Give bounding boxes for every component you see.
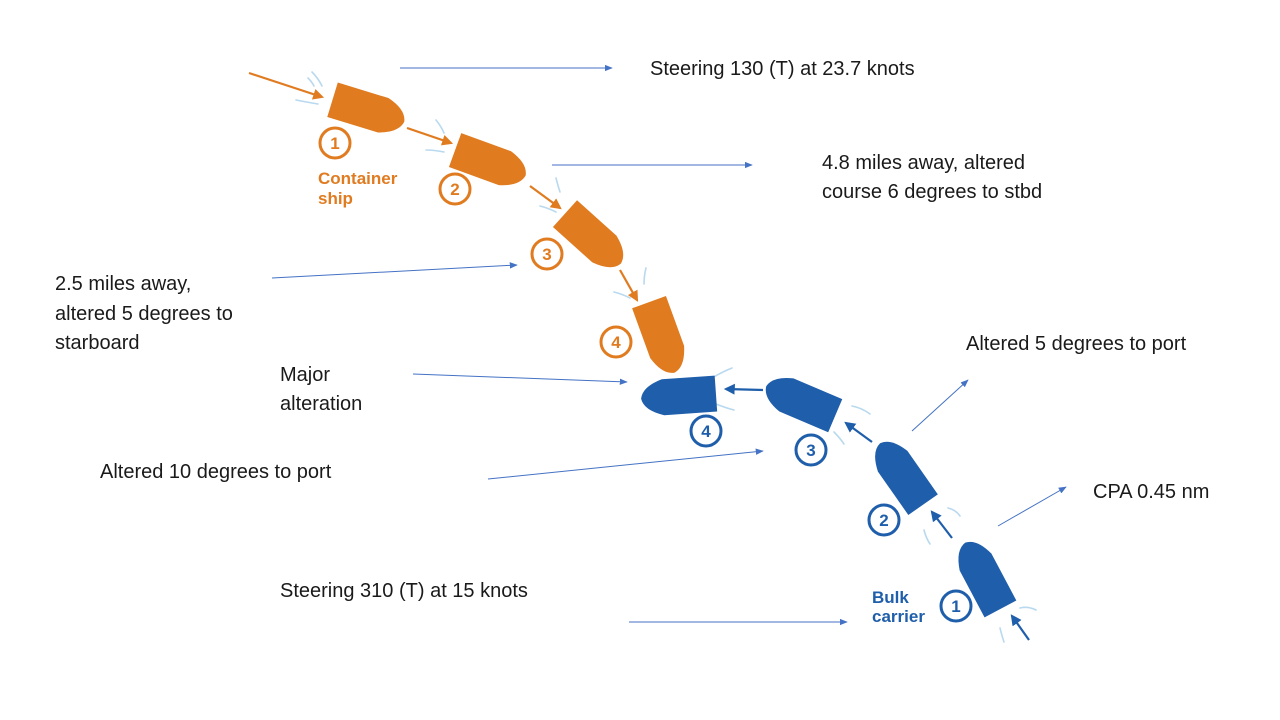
container-ship-position-2 — [448, 133, 526, 186]
annotation-steering-bulk: Steering 310 (T) at 15 knots — [280, 580, 528, 602]
container-ship-position-1 — [327, 82, 405, 133]
container-course-arrow — [529, 185, 562, 210]
bulk-course-arrow — [1010, 614, 1030, 641]
annotation-altered-5-port: Altered 5 degrees to port — [966, 333, 1187, 355]
annotation-major-line1: Major — [280, 364, 330, 386]
annotation-4-8-miles-line1: 4.8 miles away, altered — [822, 152, 1025, 174]
bulk-carrier-label-line2: carrier — [872, 607, 925, 626]
container-ship-track: 1 2 3 4 Container ship — [248, 71, 685, 373]
container-number-3: 3 — [530, 237, 564, 271]
bulk-number-3-text: 3 — [806, 441, 815, 460]
container-number-4: 4 — [599, 325, 633, 359]
bulk-course-arrow — [844, 421, 873, 443]
pointer-2-5-miles — [271, 262, 518, 279]
bulk-number-1: 1 — [939, 589, 973, 623]
container-hull-shape — [632, 295, 685, 373]
container-ship-position-4 — [632, 295, 685, 373]
container-number-4-text: 4 — [611, 333, 621, 352]
bulk-number-2: 2 — [867, 503, 901, 537]
bulk-carrier-position-3 — [765, 378, 843, 433]
annotation-altered-10-port: Altered 10 degrees to port — [100, 461, 332, 483]
bulk-number-4: 4 — [689, 414, 723, 448]
annotation-pointers — [271, 64, 1067, 626]
container-number-1-text: 1 — [330, 134, 339, 153]
container-hull-shape — [552, 200, 624, 268]
container-ship-position-3 — [552, 200, 624, 268]
bulk-carrier-position-1 — [958, 541, 1017, 618]
container-number-3-text: 3 — [542, 245, 551, 264]
container-wakes — [295, 71, 647, 299]
container-ship-label-line2: ship — [318, 189, 353, 208]
pointer-altered-10-port — [487, 448, 764, 480]
bulk-carrier-position-2 — [875, 441, 938, 515]
pointer-major-alteration — [412, 373, 628, 385]
bulk-course-arrow — [723, 383, 764, 395]
container-course-arrow — [406, 126, 454, 146]
bulk-number-3: 3 — [794, 433, 828, 467]
annotation-steering-container: Steering 130 (T) at 23.7 knots — [650, 58, 915, 80]
pointer-altered-5-port — [911, 379, 969, 432]
bulk-hull-shape — [875, 441, 938, 515]
bulk-course-arrow — [930, 510, 953, 539]
bulk-carrier-label-line1: Bulk — [872, 588, 909, 607]
annotation-major-line2: alteration — [280, 393, 362, 415]
container-number-2-text: 2 — [450, 180, 459, 199]
container-hull-shape — [448, 133, 526, 186]
annotation-2-5-miles-line3: starboard — [55, 332, 140, 354]
container-number-1: 1 — [318, 126, 352, 160]
annotation-4-8-miles-line2: course 6 degrees to stbd — [822, 181, 1042, 203]
annotation-cpa: CPA 0.45 nm — [1093, 481, 1209, 503]
container-course-arrow — [619, 269, 639, 302]
container-number-2: 2 — [438, 172, 472, 206]
annotation-2-5-miles-line1: 2.5 miles away, — [55, 273, 191, 295]
pointer-cpa — [997, 486, 1067, 527]
container-hull-shape — [327, 82, 405, 133]
annotations: Steering 130 (T) at 23.7 knots 4.8 miles… — [55, 58, 1209, 602]
bulk-number-4-text: 4 — [701, 422, 711, 441]
bulk-number-2-text: 2 — [879, 511, 888, 530]
bulk-hull-shape — [641, 375, 718, 416]
bulk-hull-shape — [958, 541, 1017, 618]
bulk-number-1-text: 1 — [951, 597, 960, 616]
container-ship-label-line1: Container — [318, 169, 398, 188]
bulk-carrier-track: 1 2 3 4 Bulk carrier — [641, 367, 1037, 643]
bulk-hull-shape — [765, 378, 843, 433]
container-course-arrow — [248, 71, 325, 100]
bulk-carrier-position-4 — [641, 375, 718, 416]
annotation-2-5-miles-line2: altered 5 degrees to — [55, 303, 233, 325]
